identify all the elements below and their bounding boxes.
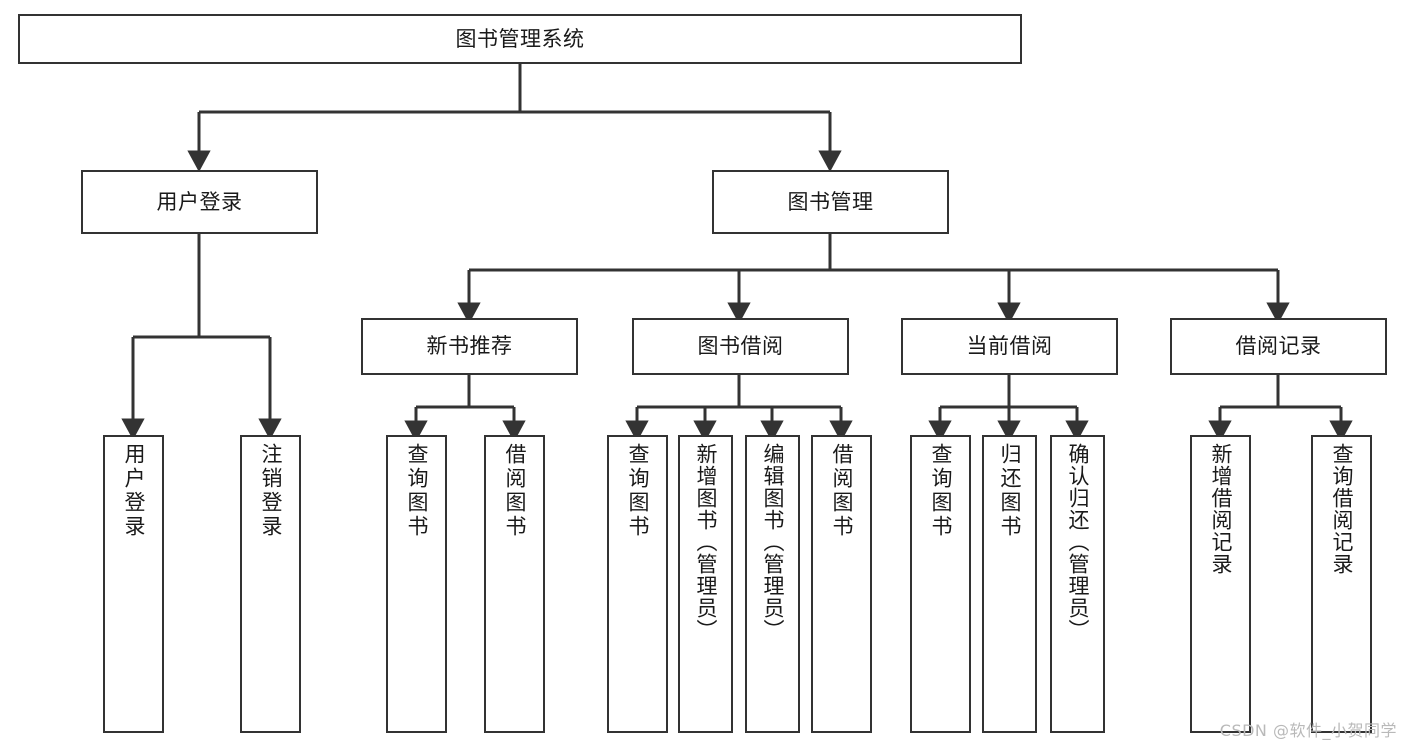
node-label: 当前借阅	[966, 334, 1053, 359]
borrow-record-to-leaves-connector	[1208, 375, 1353, 442]
node-label: 借阅图书	[503, 443, 527, 539]
root-to-level2-connector	[187, 64, 842, 172]
node-user-login[interactable]: 用户登录	[81, 170, 318, 234]
book-borrow-to-leaves-connector	[625, 375, 853, 442]
node-root-book-management-system[interactable]: 图书管理系统	[18, 14, 1022, 64]
node-label: 归还图书	[998, 443, 1022, 539]
leaf-node-return-book[interactable]: 归还图书	[982, 435, 1037, 733]
node-label: 查询图书	[626, 443, 650, 539]
leaf-node-query-book-borrowing[interactable]: 查询图书	[607, 435, 668, 733]
node-label: 借阅记录	[1235, 334, 1322, 359]
node-label: 新增借阅记录	[1209, 443, 1233, 575]
book-manage-to-level3-connector	[457, 234, 1290, 324]
user-login-to-leaves-connector	[121, 234, 282, 440]
leaf-node-confirm-return-admin[interactable]: 确认归还（管理员）	[1050, 435, 1105, 733]
watermark-text: CSDN @软件_小贺同学	[1219, 721, 1397, 740]
node-book-borrowing[interactable]: 图书借阅	[632, 318, 849, 375]
node-label: 图书管理系统	[455, 26, 585, 51]
node-label: 新书推荐	[426, 334, 513, 359]
node-new-book-recommendation[interactable]: 新书推荐	[361, 318, 578, 375]
leaf-node-add-book-admin[interactable]: 新增图书（管理员）	[678, 435, 733, 733]
node-label: 查询借阅记录	[1330, 443, 1354, 575]
node-label: 编辑图书（管理员）	[761, 443, 785, 641]
leaf-node-query-book-current[interactable]: 查询图书	[910, 435, 971, 733]
leaf-node-edit-book-admin[interactable]: 编辑图书（管理员）	[745, 435, 800, 733]
node-label: 新增图书（管理员）	[694, 443, 718, 641]
node-label: 图书借阅	[697, 334, 784, 359]
leaf-node-logout[interactable]: 注销登录	[240, 435, 301, 733]
leaf-node-borrow-book-recommendation[interactable]: 借阅图书	[484, 435, 545, 733]
node-label: 用户登录	[122, 443, 146, 539]
current-borrow-to-leaves-connector	[928, 375, 1089, 442]
new-book-rec-to-leaves-connector	[404, 375, 526, 442]
leaf-node-query-borrow-record[interactable]: 查询借阅记录	[1311, 435, 1372, 733]
node-label: 借阅图书	[830, 443, 854, 539]
node-borrowing-record[interactable]: 借阅记录	[1170, 318, 1387, 375]
node-label: 查询图书	[929, 443, 953, 539]
leaf-node-query-book-recommendation[interactable]: 查询图书	[386, 435, 447, 733]
node-label: 图书管理	[787, 189, 874, 214]
leaf-node-borrow-book-borrowing[interactable]: 借阅图书	[811, 435, 872, 733]
leaf-node-user-login[interactable]: 用户登录	[103, 435, 164, 733]
leaf-node-add-borrow-record[interactable]: 新增借阅记录	[1190, 435, 1251, 733]
node-label: 用户登录	[156, 189, 243, 214]
node-label: 注销登录	[259, 443, 283, 539]
node-label: 查询图书	[405, 443, 429, 539]
node-current-borrowing[interactable]: 当前借阅	[901, 318, 1118, 375]
node-label: 确认归还（管理员）	[1066, 443, 1090, 641]
node-book-management[interactable]: 图书管理	[712, 170, 949, 234]
